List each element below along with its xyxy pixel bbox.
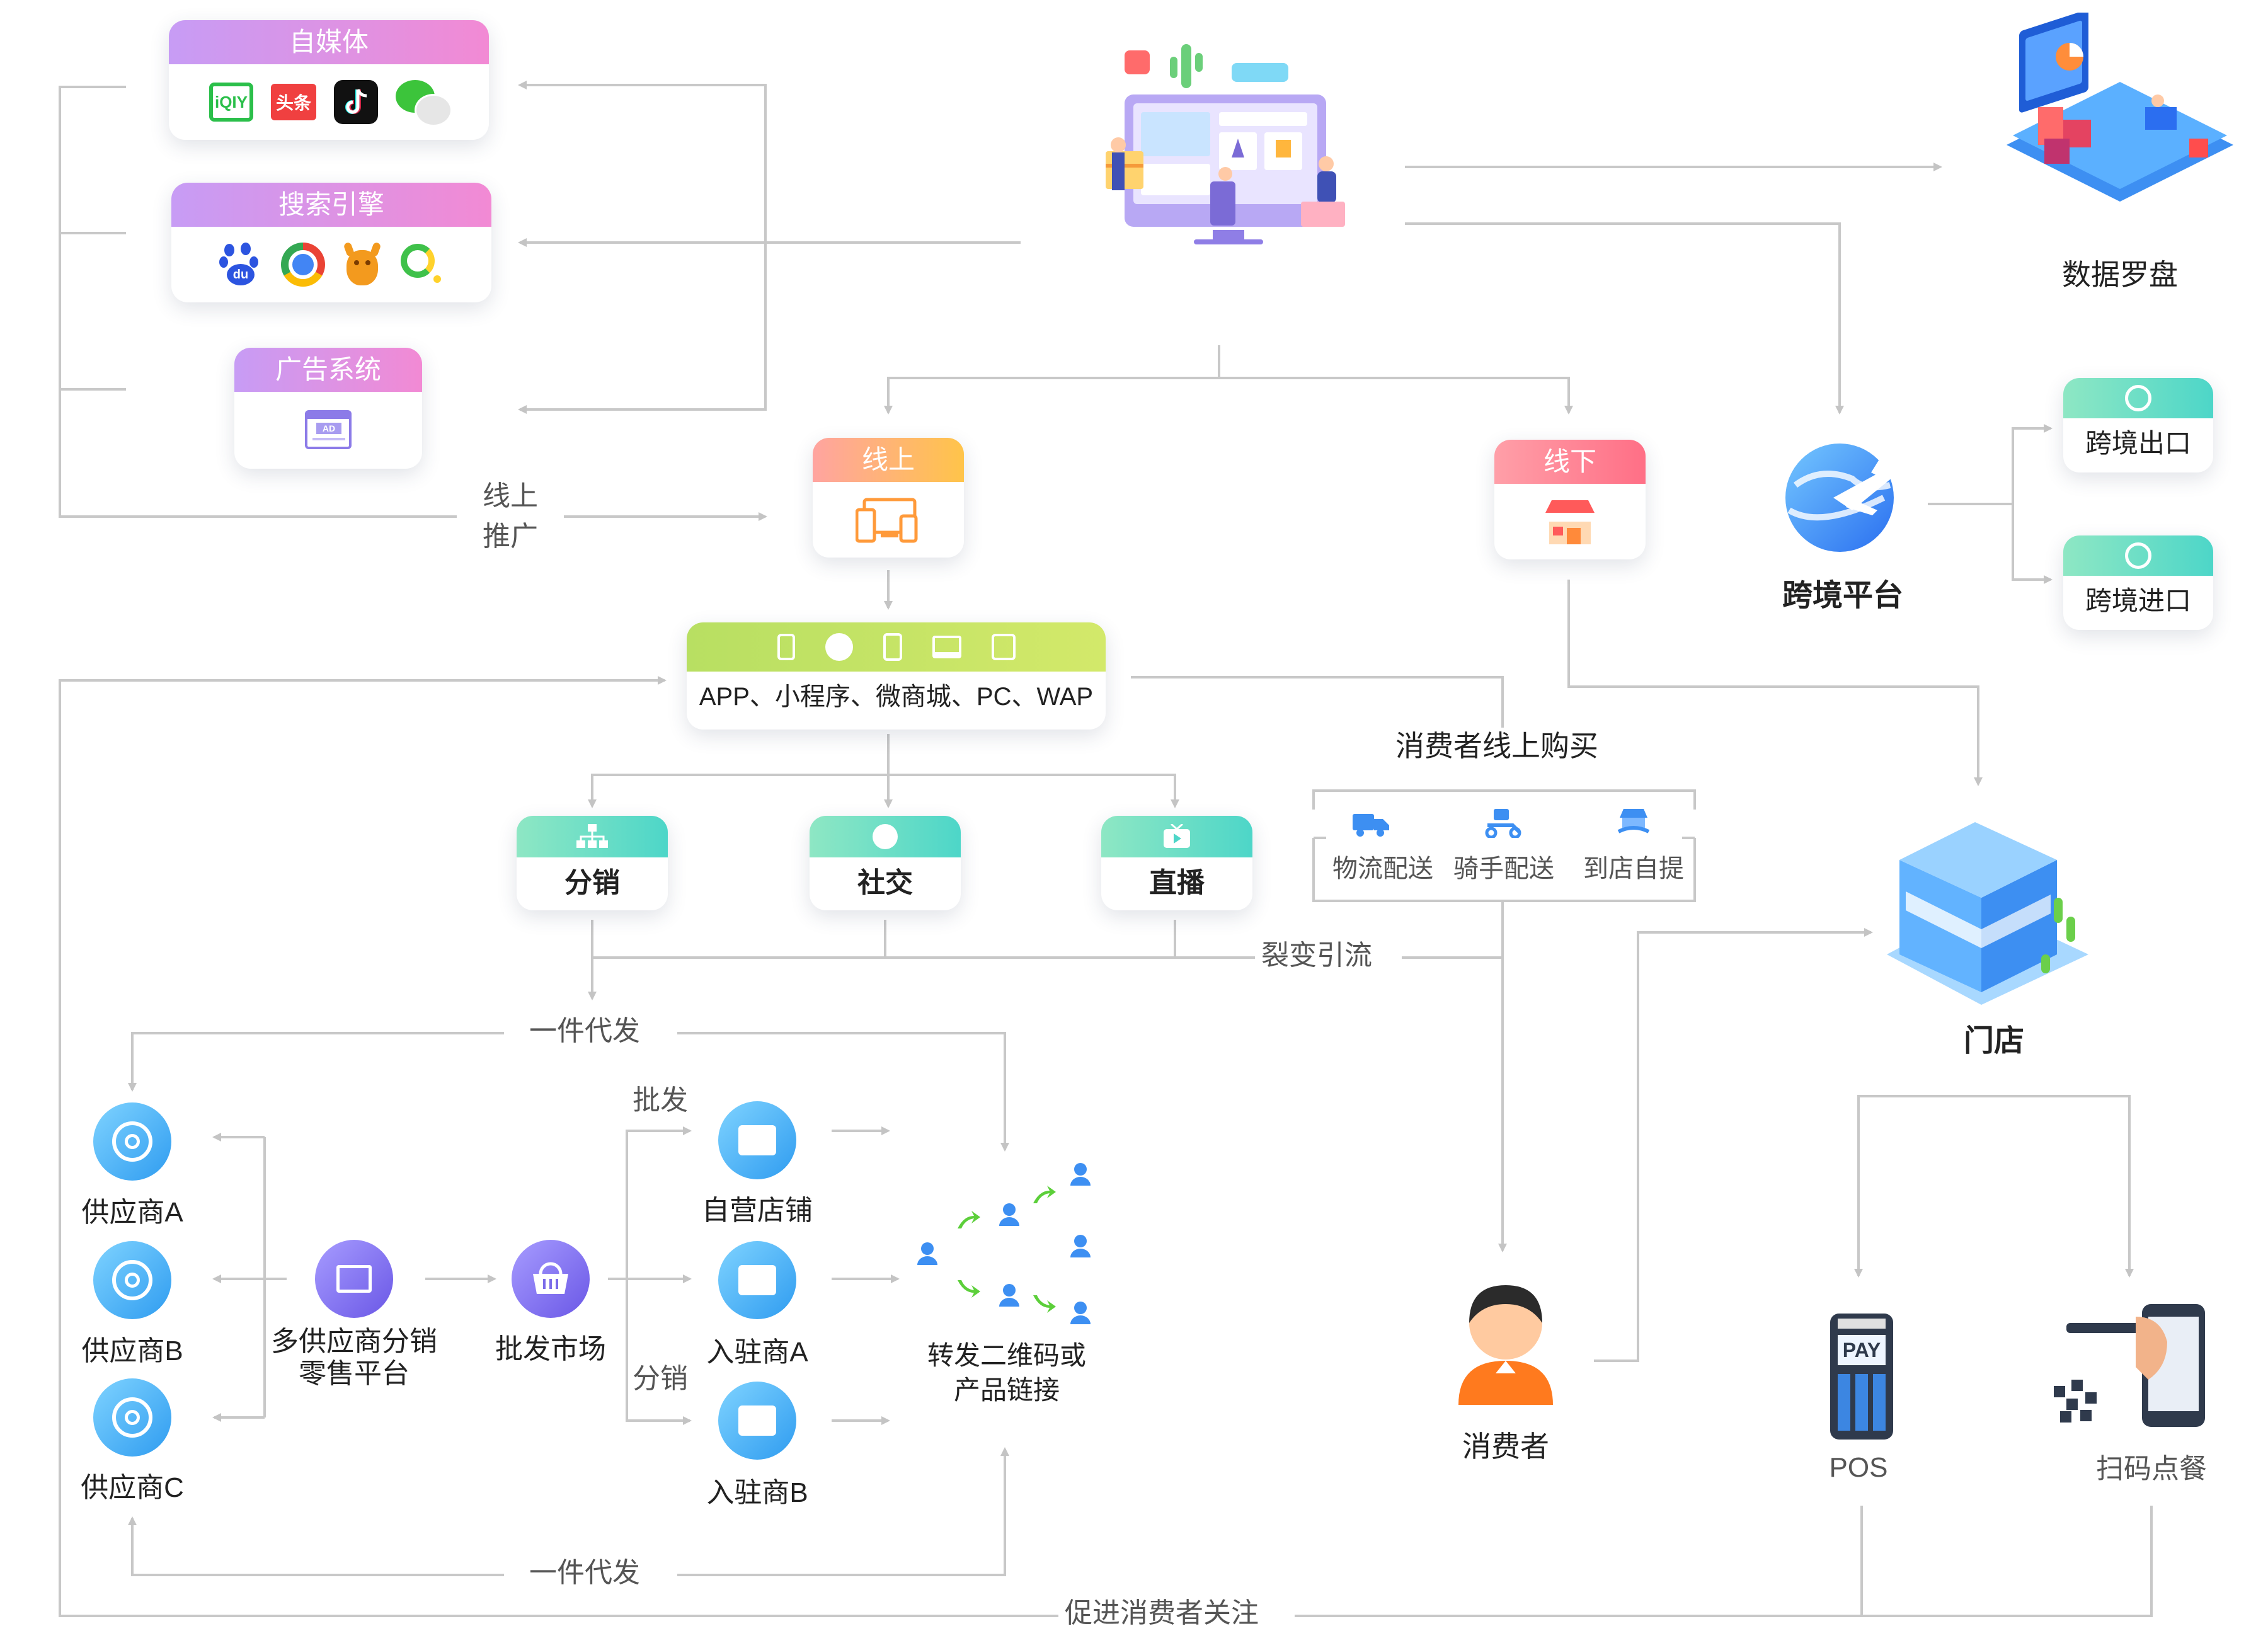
- pickup-label: 到店自提: [1583, 855, 1684, 883]
- pickup-icon: [1616, 806, 1651, 837]
- forward-label-line2: 产品链接: [953, 1375, 1060, 1405]
- media-card-title: 自媒体: [169, 20, 489, 64]
- ads-card-title: 广告系统: [234, 348, 422, 392]
- platform-label-line1: 多供应商分销: [271, 1326, 437, 1357]
- cross-export-card: 跨境出口: [2063, 378, 2213, 472]
- fission-label: 裂变引流: [1255, 937, 1378, 974]
- cross-border-icon: [1777, 428, 1909, 554]
- self-shop-label: 自营店铺: [702, 1195, 813, 1226]
- scan-order-icon: [2041, 1298, 2211, 1430]
- supplier-b-label: 供应商B: [81, 1336, 183, 1366]
- offline-card: 线下: [1494, 440, 1646, 559]
- org-chart-icon: [576, 824, 608, 848]
- scan-order-label: 扫码点餐: [2096, 1453, 2207, 1484]
- devices-icon: [856, 498, 918, 543]
- data-compass-label: 数据罗盘: [2062, 258, 2178, 291]
- qihoo-icon: [399, 243, 444, 287]
- store-label: 门店: [1963, 1024, 2025, 1058]
- live-tv-icon: [1164, 824, 1190, 848]
- platform-label-line2: 零售平台: [299, 1358, 410, 1389]
- pos-label: POS: [1829, 1452, 1888, 1483]
- search-card-title: 搜索引擎: [171, 183, 491, 227]
- rider-label: 骑手配送: [1453, 855, 1554, 883]
- wechat-icon: [396, 80, 452, 127]
- toutiao-icon: 头条: [271, 84, 316, 120]
- chrome-icon: [281, 243, 325, 287]
- distribution-card: 分销: [517, 816, 668, 910]
- forward-label-line1: 转发二维码或: [927, 1341, 1087, 1370]
- channels-card: APP、小程序、微商城、PC、WAP: [687, 622, 1106, 730]
- media-card: 自媒体 iQIY 头条: [169, 20, 489, 140]
- wap-icon: [991, 634, 1016, 660]
- supplier-a-label: 供应商A: [81, 1197, 183, 1228]
- data-compass-illustration: [2000, 10, 2240, 202]
- social-card: 社交: [810, 816, 961, 910]
- supplier-c-label: 供应商C: [81, 1472, 184, 1503]
- distribute-label: 分销: [630, 1361, 690, 1397]
- offline-card-title: 线下: [1494, 440, 1646, 484]
- social-label: 社交: [857, 867, 913, 898]
- share-network-icon: [914, 1159, 1102, 1336]
- supplier-c-icon: [93, 1378, 171, 1457]
- iqiyi-icon: iQIY: [209, 83, 253, 122]
- pc-icon: [932, 636, 961, 658]
- consumer-label: 消费者: [1462, 1430, 1549, 1463]
- cross-import-card: 跨境进口: [2063, 535, 2213, 630]
- consumer-buy-label: 消费者线上购买: [1389, 728, 1605, 765]
- dropship-top-label: 一件代发: [523, 1013, 646, 1050]
- pos-terminal-icon: PAY: [1824, 1314, 1899, 1440]
- merchant-a-icon: [718, 1241, 796, 1319]
- self-shop-icon: [718, 1101, 796, 1179]
- merchant-a-label: 入驻商A: [706, 1337, 808, 1368]
- merchant-b-label: 入驻商B: [706, 1477, 808, 1508]
- live-card: 直播: [1101, 816, 1252, 910]
- promo-label: 线上 推广: [476, 476, 544, 557]
- baidu-icon: du: [219, 243, 263, 287]
- promo-bracket-line: [59, 86, 457, 518]
- wholesale-market-label: 批发市场: [495, 1334, 606, 1365]
- logistics-label: 物流配送: [1332, 855, 1433, 883]
- basket-icon: [512, 1240, 590, 1318]
- promote-follow-label: 促进消费者关注: [1058, 1595, 1265, 1632]
- ecommerce-illustration: [1087, 31, 1358, 246]
- app-icon: [777, 634, 795, 660]
- cross-border-label: 跨境平台: [1782, 579, 1904, 612]
- supplier-a-icon: [93, 1102, 171, 1181]
- supplier-b-icon: [93, 1241, 171, 1319]
- consumer-avatar: [1455, 1273, 1556, 1405]
- scooter-icon: [1484, 809, 1523, 839]
- wholesale-label: 批发: [630, 1082, 690, 1119]
- dropship-bottom-label: 一件代发: [523, 1555, 646, 1591]
- platform-icon: [315, 1240, 393, 1318]
- promo-label-line2: 推广: [483, 520, 538, 552]
- truck-icon: [1353, 810, 1389, 837]
- promo-label-line1: 线上: [483, 481, 538, 512]
- channels-text: APP、小程序、微商城、PC、WAP: [699, 683, 1094, 711]
- online-card: 线上: [813, 438, 964, 558]
- cross-export-label: 跨境出口: [2085, 428, 2191, 458]
- search-card: 搜索引擎 du: [171, 183, 491, 302]
- live-label: 直播: [1149, 867, 1205, 898]
- globe-plane-icon: [2125, 542, 2151, 569]
- platform-label: 多供应商分销 零售平台: [271, 1326, 437, 1390]
- mini-program-icon: [825, 633, 853, 661]
- uc-icon: [343, 241, 382, 287]
- mobile-shop-icon: [883, 633, 902, 661]
- globe-plane-icon: [2125, 385, 2151, 411]
- ads-card: 广告系统 AD: [234, 348, 422, 469]
- douyin-icon: [334, 80, 378, 124]
- shop-icon: [1545, 500, 1595, 544]
- delivery-options: 物流配送 骑手配送 到店自提: [1326, 806, 1684, 895]
- cross-import-label: 跨境进口: [2085, 586, 2191, 615]
- distribution-label: 分销: [564, 867, 620, 898]
- forward-label: 转发二维码或 产品链接: [927, 1339, 1086, 1407]
- people-icon: [873, 824, 898, 849]
- ad-screen-icon: AD: [305, 410, 352, 449]
- merchant-b-icon: [718, 1382, 796, 1460]
- online-card-title: 线上: [813, 438, 964, 482]
- store-illustration: [1887, 822, 2098, 1011]
